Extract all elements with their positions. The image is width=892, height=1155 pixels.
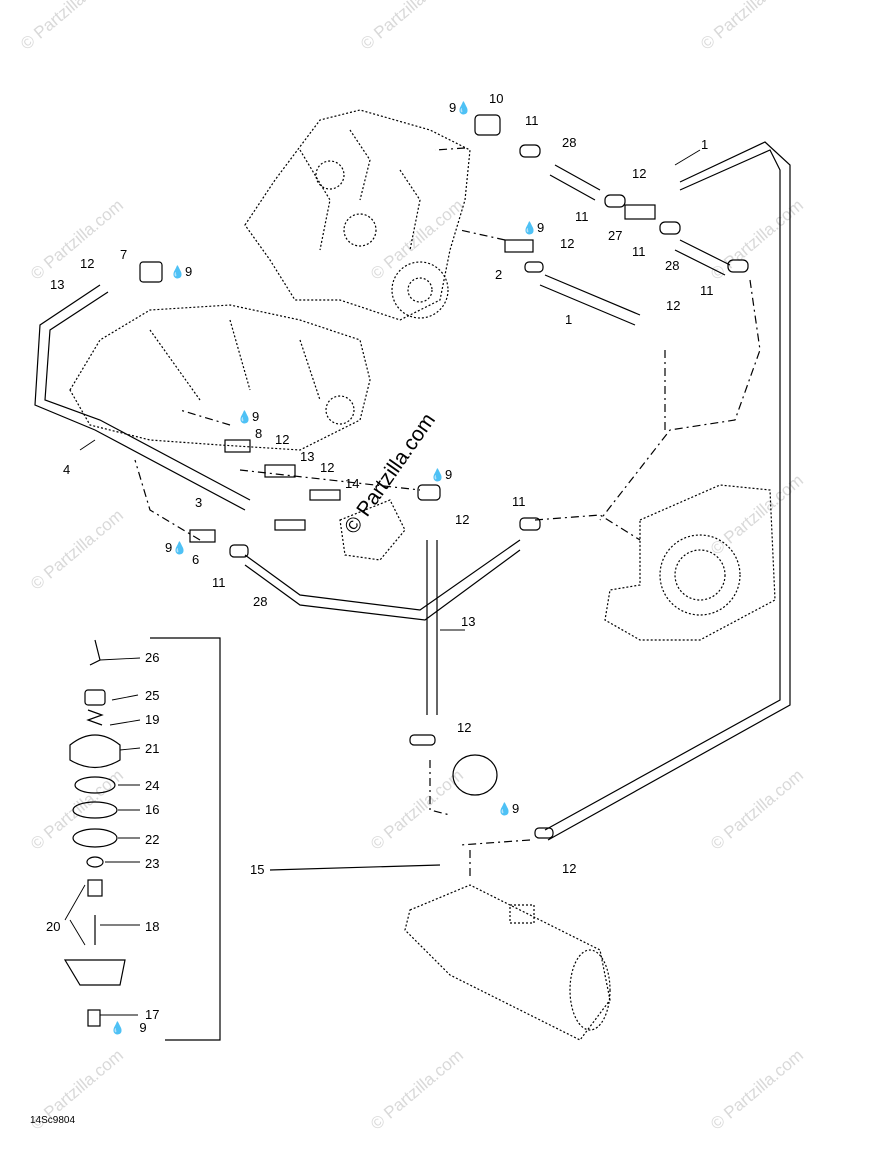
- oil-drop-icon: 💧: [172, 541, 188, 555]
- callout-13: 13: [50, 277, 65, 292]
- callout-12: 12: [455, 512, 470, 527]
- callout-6: 6: [192, 552, 200, 567]
- callout-11: 11: [575, 209, 589, 224]
- callout-24: 24: [145, 778, 160, 793]
- callout-2: 2: [495, 267, 503, 282]
- callout-11: 11: [700, 283, 714, 298]
- leader-lines: [64, 149, 701, 1016]
- callout-12: 12: [560, 236, 575, 251]
- callout-9: 9💧: [165, 540, 188, 555]
- callout-1: 1: [565, 312, 573, 327]
- callout-3: 3: [195, 495, 203, 510]
- callout-28: 28: [253, 594, 268, 609]
- hose-1-middle: [539, 274, 641, 326]
- engine-block: [244, 109, 471, 321]
- callout-12: 12: [457, 720, 472, 735]
- callout-9: 💧9: [430, 467, 453, 482]
- callout-11: 11: [212, 575, 226, 590]
- oil-drop-icon: 💧: [430, 468, 445, 482]
- callout-13: 13: [461, 614, 476, 629]
- callout-12: 12: [632, 166, 647, 181]
- callout-23: 23: [145, 856, 160, 871]
- callout-22: 22: [145, 832, 160, 847]
- muffler: [404, 884, 611, 1041]
- reference-code: 14Sc9804: [30, 1115, 76, 1126]
- oil-drop-icon: 💧: [522, 221, 537, 235]
- callout-9: 💧9: [237, 409, 260, 424]
- callout-9: 💧9: [170, 264, 193, 279]
- callout-26: 26: [145, 650, 160, 665]
- callout-28: 28: [562, 135, 577, 150]
- callout-19: 19: [145, 712, 160, 727]
- bracket-plate: [339, 499, 406, 561]
- callout-13: 13: [300, 449, 315, 464]
- callout-12: 12: [666, 298, 681, 313]
- hose-1-upper-inner: [547, 141, 791, 841]
- callout-8: 8: [255, 426, 263, 441]
- callout-28: 28: [665, 258, 680, 273]
- callout-17: 17: [145, 1007, 160, 1022]
- callout-12: 12: [320, 460, 335, 475]
- oil-drop-icon: 💧: [237, 410, 252, 424]
- callout-11: 11: [632, 244, 646, 259]
- callout-14: 14: [345, 476, 360, 491]
- callout-12: 12: [275, 432, 290, 447]
- hose-13-vertical: [426, 540, 438, 715]
- callout-15: 15: [250, 862, 265, 877]
- callout-9: 💧9: [522, 220, 545, 235]
- callout-9: 💧 9: [110, 1020, 147, 1035]
- oil-drop-icon: 💧: [456, 101, 472, 115]
- pump-assembly: [604, 484, 776, 641]
- fittings: [139, 114, 749, 839]
- oil-drop-icon: 💧: [497, 802, 512, 816]
- callout-16: 16: [145, 802, 160, 817]
- oil-drop-icon: 💧: [170, 265, 185, 279]
- hose-13-left: [34, 284, 251, 511]
- hose-28-upper: [549, 164, 601, 201]
- callout-1: 1: [701, 137, 709, 152]
- callout-11: 11: [525, 113, 539, 128]
- jet-pump-housing: [69, 304, 371, 451]
- callout-20: 20: [46, 919, 61, 934]
- callout-25: 25: [145, 688, 160, 703]
- callout-4: 4: [63, 462, 71, 477]
- callout-18: 18: [145, 919, 160, 934]
- callout-10: 10: [489, 91, 504, 106]
- callout-12: 12: [562, 861, 577, 876]
- oil-drop-icon: 💧: [110, 1021, 125, 1035]
- callout-21: 21: [145, 741, 160, 756]
- callout-9: 💧9: [497, 801, 520, 816]
- hose-28-right: [674, 239, 731, 276]
- callout-27: 27: [608, 228, 623, 243]
- hose-1-upper: [544, 149, 781, 831]
- flow-lines: [134, 147, 761, 880]
- valve-assembly: [63, 637, 441, 1041]
- hose-28-lower: [244, 539, 521, 621]
- callout-7: 7: [120, 247, 128, 262]
- callout-11: 11: [512, 494, 526, 509]
- callout-12: 12: [80, 256, 95, 271]
- callout-9: 9💧: [449, 100, 472, 115]
